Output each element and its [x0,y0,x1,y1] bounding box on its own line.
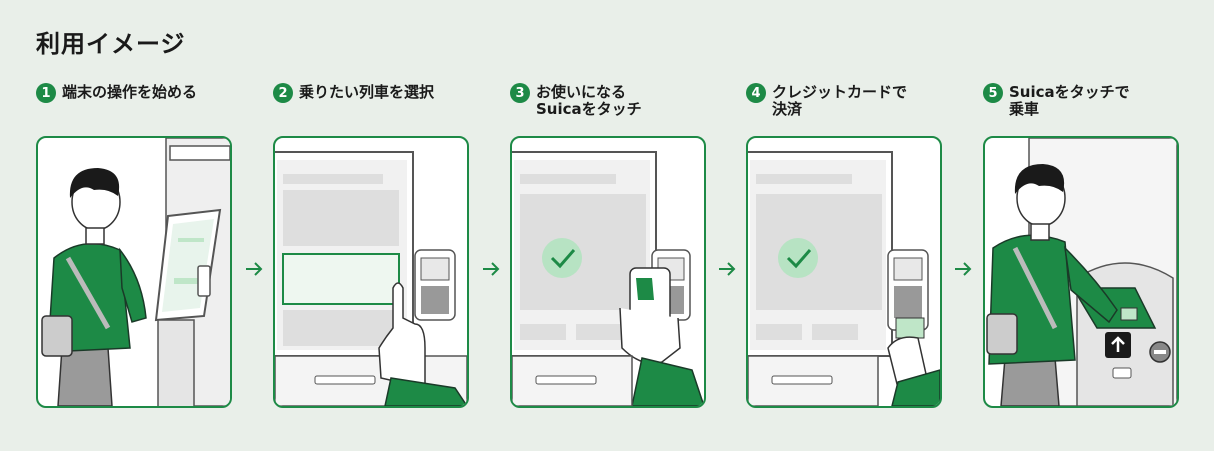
step-2-number-badge: 2 [273,83,293,103]
step-2-label: 2 乗りたい列車を選択 [273,83,473,103]
arrow-right-icon [955,262,972,276]
step-5-label: 5 Suicaをタッチで 乗車 [983,83,1183,118]
step-3-number-badge: 3 [510,83,530,103]
page-title: 利用イメージ [36,30,186,58]
step-5-text-line-2: 乗車 [1009,100,1040,118]
step-4-text-line-1: クレジットカードで [772,83,908,101]
step-3-text-line-1: お使いになる [536,83,627,101]
check-circle-icon [778,238,818,278]
step-1-label: 1 端末の操作を始める [36,83,236,103]
step-4-illustration [746,136,942,408]
step-3-label: 3 お使いになる Suicaをタッチ [510,83,710,118]
step-3-text-line-2: Suicaをタッチ [536,100,642,118]
step-1-illustration [36,136,232,408]
step-1-number-badge: 1 [36,83,56,103]
step-5-number-badge: 5 [983,83,1003,103]
step-4-label: 4 クレジットカードで 決済 [746,83,946,118]
step-2-illustration [273,136,469,408]
arrow-right-icon [483,262,500,276]
arrow-right-icon [719,262,736,276]
arrow-right-icon [246,262,263,276]
check-circle-icon [542,238,582,278]
step-5-text-line-1: Suicaをタッチで [1009,83,1130,101]
step-3-illustration [510,136,706,408]
step-2-text-line-1: 乗りたい列車を選択 [299,83,435,101]
step-1-text-line-1: 端末の操作を始める [62,83,198,101]
step-4-text-line-2: 決済 [772,100,803,118]
step-5-illustration [983,136,1179,408]
step-4-number-badge: 4 [746,83,766,103]
